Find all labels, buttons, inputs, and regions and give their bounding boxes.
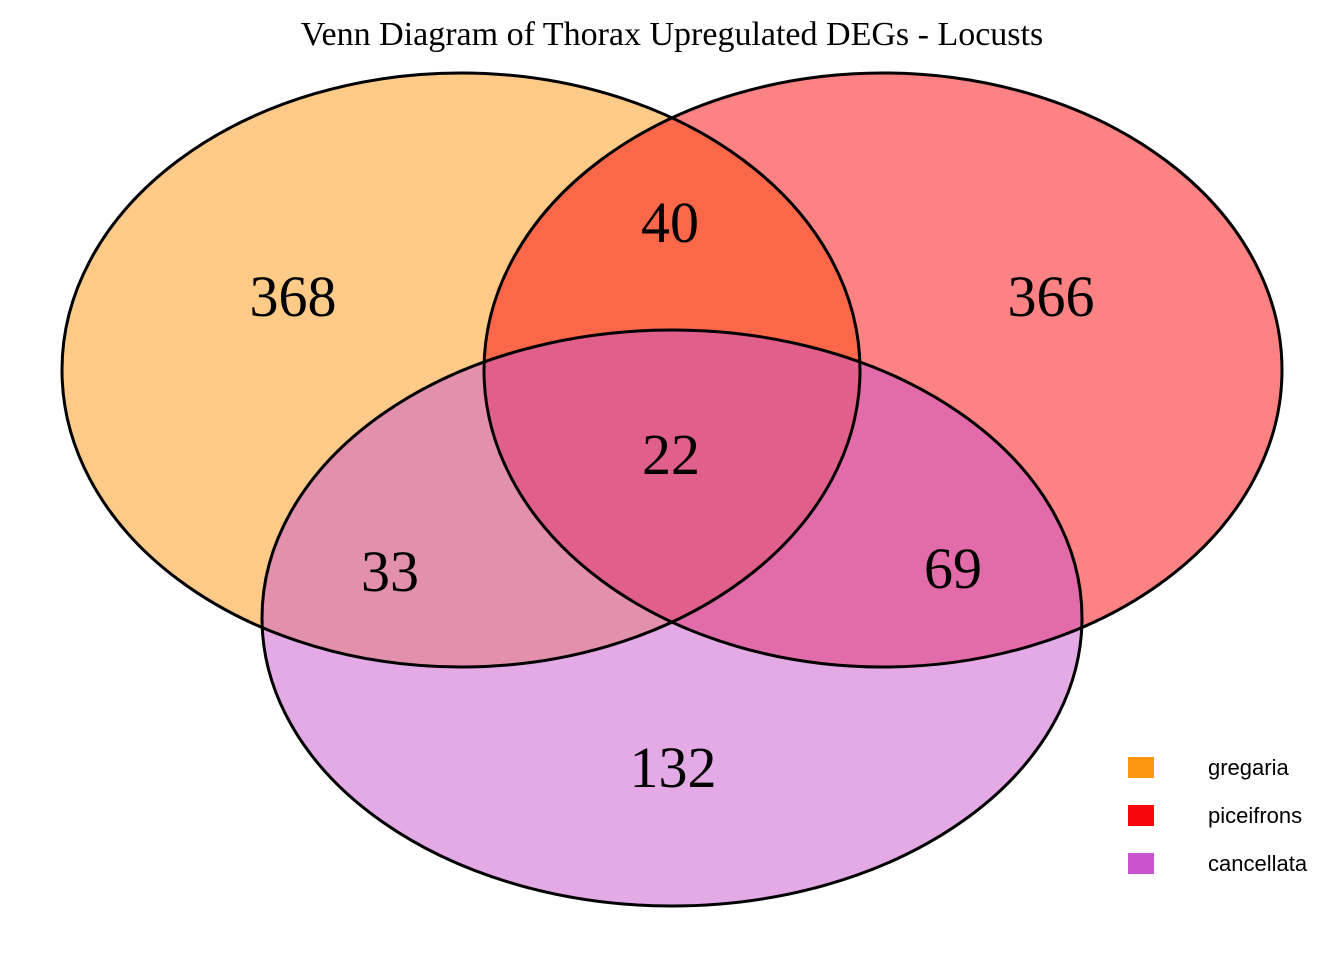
legend-label-gregaria: gregaria (1208, 755, 1289, 780)
cancellata-set-outline (260, 328, 1084, 908)
gregaria-set-outline (60, 71, 862, 669)
legend-swatch-gregaria (1128, 757, 1154, 778)
legend-label-cancellata: cancellata (1208, 851, 1308, 876)
count-cancellata-only: 132 (630, 735, 717, 800)
legend-swatch-cancellata (1128, 853, 1154, 874)
count-gregaria-only: 368 (250, 264, 337, 329)
count-gregaria-piceifrons: 40 (641, 190, 699, 255)
legend-swatch-piceifrons (1128, 805, 1154, 826)
cancellata-set-fill (262, 330, 1082, 906)
legend: gregaria piceifrons cancellata (1128, 755, 1308, 876)
count-gregaria-cancellata: 33 (361, 539, 419, 604)
chart-title: Venn Diagram of Thorax Upregulated DEGs … (301, 16, 1043, 53)
legend-label-piceifrons: piceifrons (1208, 803, 1302, 828)
count-piceifrons-cancellata: 69 (924, 536, 982, 601)
count-all-three: 22 (642, 422, 700, 487)
piceifrons-set-outline (482, 71, 1284, 669)
count-piceifrons-only: 366 (1008, 264, 1095, 329)
